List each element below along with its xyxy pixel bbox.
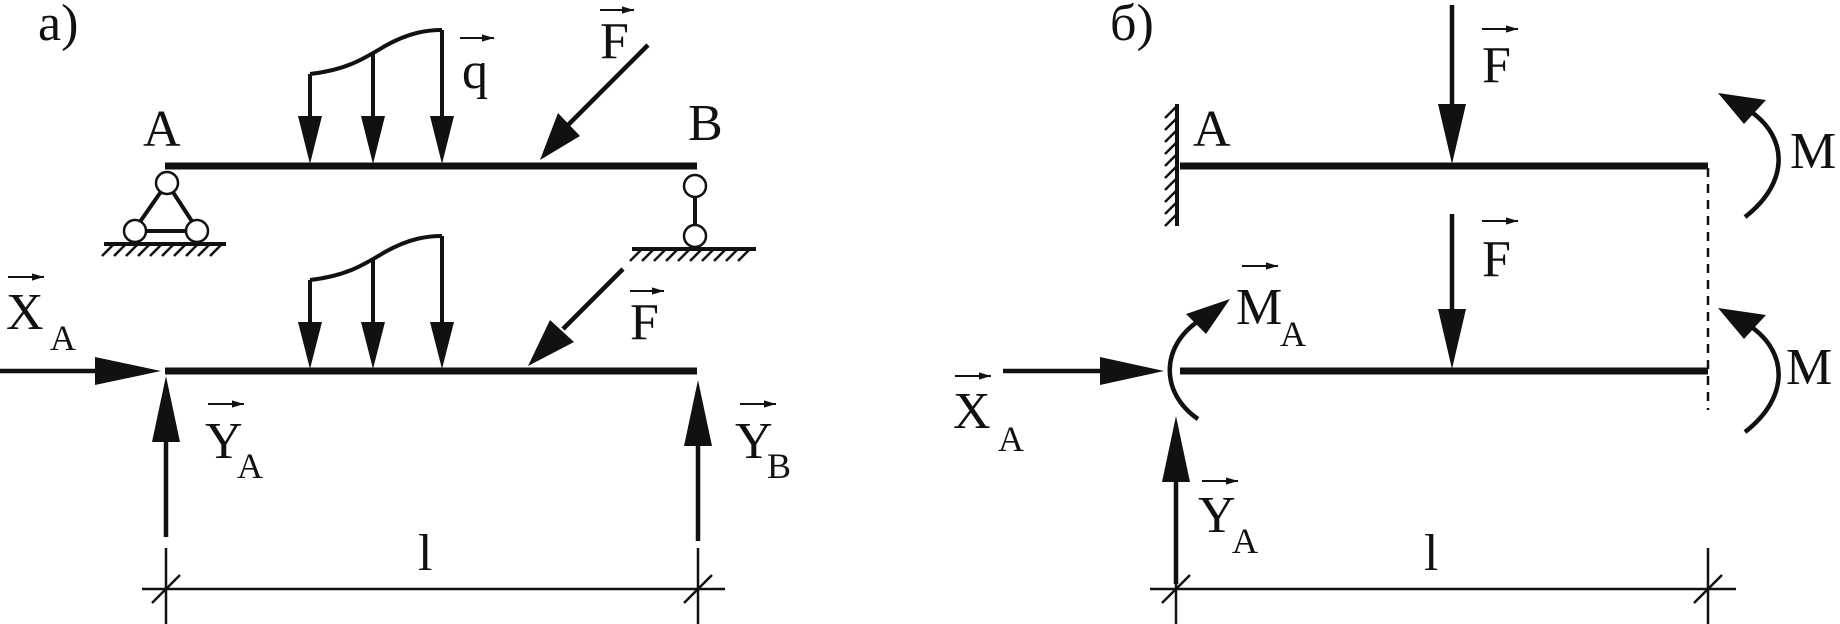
force-f-inclined-free-body: F [528, 267, 664, 366]
ya-label: Y [205, 413, 243, 470]
f-label-bottom: F [630, 294, 659, 351]
reaction-xa: X A [0, 273, 161, 385]
xa-label: X [6, 284, 44, 341]
point-a-label-b: A [1193, 101, 1231, 158]
reaction-ma: M A [1167, 262, 1306, 421]
length-label-b: l [1424, 525, 1438, 582]
force-f-inclined: F [540, 6, 650, 160]
panel-b: б) A F [953, 0, 1836, 624]
pinned-support-a [101, 170, 226, 257]
yb-label: Y [735, 413, 773, 470]
dimension-line-b: l [1150, 525, 1736, 624]
panel-b-cantilever: A F [1164, 5, 1836, 227]
panel-a-loaded-beam: A B [101, 6, 756, 262]
roller-support-b [629, 173, 756, 262]
m-label-bottom: M [1786, 339, 1832, 396]
fixed-support [1164, 104, 1179, 227]
reaction-yb: Y B [684, 380, 791, 541]
yb-subscript: B [767, 446, 791, 486]
reaction-ya-b: Y A [1162, 416, 1258, 584]
moment-m-bottom: M [1718, 308, 1832, 434]
panel-a-free-body: F X A Y A Y [0, 234, 791, 541]
f-label-top: F [600, 13, 629, 70]
panel-b-label: б) [1110, 0, 1154, 52]
ya-label-b: Y [1198, 487, 1236, 544]
xa-subscript: A [50, 318, 76, 358]
point-b-label: B [688, 95, 723, 152]
f-label-b-bottom: F [1482, 231, 1511, 288]
reaction-ya: Y A [152, 376, 263, 537]
ma-label: M [1236, 279, 1282, 336]
reaction-xa-b: X A [953, 357, 1164, 459]
length-label-a: l [418, 525, 432, 582]
q-label: q [462, 43, 488, 100]
xa-subscript-b: A [998, 419, 1024, 459]
f-label-b-top: F [1482, 37, 1511, 94]
force-f-vertical-free-body: F [1438, 214, 1518, 369]
dimension-line-a: l [142, 525, 725, 624]
distributed-load-q-free-body [298, 234, 454, 369]
panel-b-free-body: F M M A X A [953, 214, 1832, 584]
panel-a: а) A B [0, 0, 791, 624]
force-f-vertical: F [1438, 5, 1518, 164]
panel-a-label: а) [38, 0, 78, 52]
ma-subscript: A [1280, 314, 1306, 354]
ya-subscript: A [237, 446, 263, 486]
m-label-top: M [1790, 123, 1836, 180]
distributed-load-q: q [298, 28, 494, 164]
xa-label-b: X [953, 383, 991, 440]
moment-m-top: M [1718, 93, 1836, 219]
point-a-label: A [143, 101, 181, 158]
ya-subscript-b: A [1232, 521, 1258, 561]
